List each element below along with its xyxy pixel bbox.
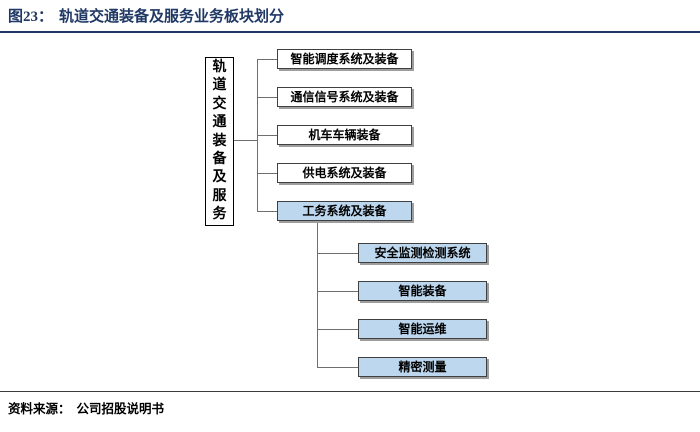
connector-branch [257,211,277,212]
level1-node-communication-signal: 通信信号系统及装备 [277,87,412,107]
level1-node-power-supply: 供电系统及装备 [277,163,412,183]
figure-title: 图23： 轨道交通装备及服务业务板块划分 [8,5,284,26]
level2-node-safety-monitoring: 安全监测检测系统 [358,243,487,263]
footer-divider [0,391,700,392]
connector-branch [317,329,358,330]
level1-node-intelligent-dispatch: 智能调度系统及装备 [277,49,412,69]
connector-branch [257,59,277,60]
title-underline [0,31,700,33]
connector-branch [317,291,358,292]
source-text: 公司招股说明书 [76,402,165,416]
connector-branch [257,135,277,136]
level2-node-precision-measurement: 精密测量 [358,357,487,377]
source-attribution: 资料来源： 公司招股说明书 [8,398,164,417]
connector-branch [317,367,358,368]
level1-node-locomotive-rolling-stock: 机车车辆装备 [277,125,412,145]
connector-branch [257,173,277,174]
figure-number: 图23： [8,9,54,25]
connector-root-trunk [233,140,257,141]
connector-branch [317,253,358,254]
level1-node-track-works-highlighted: 工务系统及装备 [277,201,412,221]
level2-node-intelligent-om: 智能运维 [358,319,487,339]
figure-title-text: 轨道交通装备及服务业务板块划分 [59,9,285,25]
connector-trunk-level2 [317,221,318,368]
root-node-rail-transit-equipment-services: 轨道交通装备及服务 [205,57,234,226]
source-label: 资料来源： [8,402,71,416]
connector-branch [257,97,277,98]
level2-node-intelligent-equipment: 智能装备 [358,281,487,301]
